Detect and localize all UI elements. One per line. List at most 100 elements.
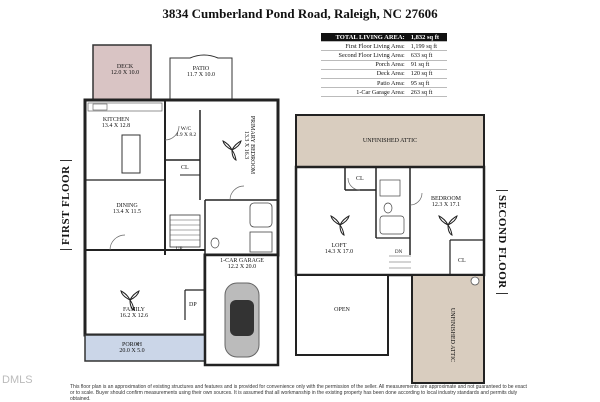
attic-side-area [411,274,485,384]
watermark: DMLS [2,374,33,386]
bathtub [379,215,405,235]
kitchen-sink [92,103,108,111]
closet-label: CL [181,165,189,171]
porch-area [84,334,206,362]
first-floor-label: FIRST FLOOR [60,160,72,250]
car-icon [224,282,260,358]
area-label: Porch Area: [321,60,407,70]
area-row: First Floor Living Area:1,199 sq ft [321,41,447,52]
area-label: Patio Area: [321,78,407,89]
door-swing [347,177,361,191]
room-name: LOFT [331,243,347,249]
door-swing [229,185,245,201]
garage-area [203,253,280,367]
attic-label: UNFINISHED ATTIC [362,138,418,144]
attic-label: UNFINISHED ATTIC [449,307,455,363]
door-swing [164,125,180,141]
room-name: FAMILY [123,307,145,313]
area-row: TOTAL LIVING AREA:1,832 sq ft [321,33,447,43]
room-dims: 4.9 X 8.2 [175,132,197,138]
area-row: Second Floor Living Area:633 sq ft [321,50,447,61]
area-value: 263 sq ft [406,87,447,98]
area-label: 1-Car Garage Area: [321,87,407,98]
door-swing [409,192,423,206]
ceiling-fan-icon [330,215,350,236]
ceiling-fan-icon [222,140,242,161]
room-name: DINING [116,203,138,209]
vanity [249,231,273,253]
area-label: First Floor Living Area: [321,41,407,52]
room-name: PRIMARY BEDROOM [249,115,255,175]
stairs [169,214,201,248]
room-dims: 13.4 X 11.5 [112,209,142,215]
room-dims: 12.0 X 10.0 [110,70,140,76]
room-dims: 11.7 X 10.0 [186,72,216,78]
exterior-walls [83,98,280,337]
area-value: 120 sq ft [406,69,447,79]
closet-label: CL [458,258,466,264]
room-dims: 13.3 X 16.3 [243,130,249,160]
area-label: Deck Area: [321,69,407,79]
patio-area [169,54,233,101]
room-name: KITCHEN [102,117,130,123]
toilet [383,202,393,214]
area-value: 1,832 sq ft [406,33,447,43]
kitchen-counter [87,102,163,112]
room-dims: 20.0 X 5.0 [119,348,145,354]
room-name: PORCH [121,342,142,348]
area-row: Deck Area:120 sq ft [321,69,447,79]
second-floor-label: SECOND FLOOR [496,190,508,294]
room-dims: 16.2 X 12.6 [119,313,149,319]
room-dims: 12.3 X 17.1 [431,202,461,208]
room-name: PATIO [192,66,210,72]
area-row: Patio Area:95 sq ft [321,78,447,89]
listing-title: 3834 Cumberland Pond Road, Raleigh, NC 2… [162,6,438,21]
room-name: DECK [116,64,134,70]
area-value: 91 sq ft [406,60,447,70]
ceiling-fan-icon [120,290,140,311]
kitchen-island [121,134,141,174]
door-swing [109,234,126,251]
disclaimer-text: This floor plan is an approximation of e… [70,384,527,402]
attic-top-area [295,114,485,168]
closet-label: CL [356,176,364,182]
open-label: OPEN [334,307,350,313]
dp-label: DP [189,302,197,308]
area-label: Second Floor Living Area: [321,50,407,61]
stairs [389,255,411,269]
second-floor-exterior [294,165,486,277]
area-row: 1-Car Garage Area:263 sq ft [321,87,447,98]
up-label: UP [176,247,183,252]
deck-area [92,44,152,101]
area-row: Porch Area:91 sq ft [321,60,447,70]
ceiling-fan-icon [438,215,458,236]
room-name: W/C [180,126,192,132]
open-area [295,274,389,356]
area-label: TOTAL LIVING AREA: [321,33,407,43]
room-name: BEDROOM [430,196,461,202]
room-name: 1-CAR GARAGE [220,258,264,264]
area-summary-table: TOTAL LIVING AREA:1,832 sq ft First Floo… [321,33,447,98]
bathtub [249,202,273,228]
area-value: 95 sq ft [406,78,447,89]
area-value: 1,199 sq ft [406,41,447,52]
room-dims: 14.3 X 17.0 [324,249,354,255]
room-dims: 12.2 X 20.0 [227,264,257,270]
attic-access-icon [470,276,480,286]
room-dims: 13.4 X 12.8 [101,123,131,129]
toilet [210,237,220,249]
area-value: 633 sq ft [406,50,447,61]
